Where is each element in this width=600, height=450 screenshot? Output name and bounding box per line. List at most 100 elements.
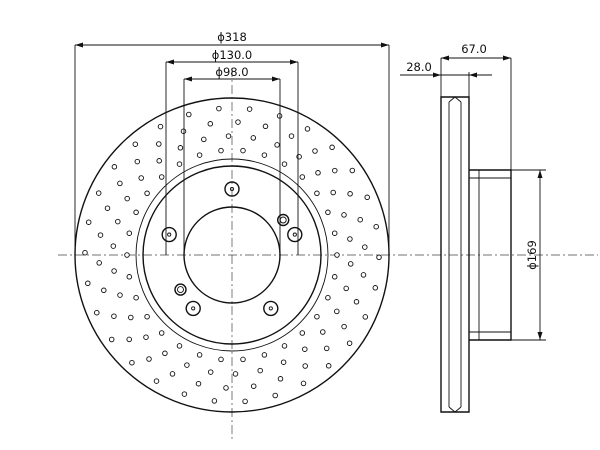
drill-hole [176, 161, 183, 167]
drill-hole [133, 209, 139, 216]
drill-hole [261, 352, 268, 358]
drill-hole [223, 385, 229, 391]
drill-hole [349, 167, 356, 174]
drill-hole [325, 363, 332, 369]
threaded-hole [174, 283, 187, 296]
drill-hole [111, 268, 117, 274]
drill-hole [196, 152, 203, 158]
dimension-hat-diameter: ϕ169 [511, 169, 546, 341]
bolt-hole-center [191, 306, 196, 311]
drill-hole [262, 123, 269, 130]
drill-hole [134, 158, 141, 165]
drill-hole [281, 343, 288, 349]
drill-hole [299, 330, 306, 336]
dimension-thickness: 28.0 [400, 60, 492, 97]
drill-hole [296, 153, 302, 160]
drill-hole [133, 294, 139, 301]
drill-hole [272, 392, 278, 399]
drill-hole [257, 367, 263, 374]
drill-hole [314, 190, 320, 197]
drill-hole [304, 126, 311, 132]
drill-hole [117, 292, 123, 298]
drill-hole [331, 274, 338, 280]
friction-ring-outline [440, 96, 470, 413]
drill-hole [357, 216, 363, 223]
drill-hole [162, 350, 168, 357]
drill-hole [362, 244, 368, 250]
drill-hole [250, 383, 257, 389]
drill-hole [314, 313, 320, 320]
drill-hole [201, 136, 207, 143]
drill-hole [97, 232, 104, 238]
bolt-hole [287, 226, 303, 243]
drill-hole [343, 285, 349, 292]
cross-drilled-holes [82, 105, 382, 405]
bolt-hole [185, 300, 201, 317]
drill-hole [195, 380, 202, 387]
bolt-hole [161, 226, 177, 243]
drill-hole [176, 343, 183, 349]
drill-hole [196, 352, 203, 358]
drill-hole [376, 254, 382, 261]
drill-hole [169, 371, 176, 377]
threaded-hole [277, 213, 290, 227]
drill-hole [180, 128, 187, 134]
drill-hole [331, 230, 338, 236]
drill-hole [111, 164, 118, 170]
outer-diameter-label: ϕ318 [217, 30, 247, 44]
drill-hole [156, 141, 162, 147]
hat-outer-edge [142, 165, 322, 345]
drill-hole [261, 152, 268, 158]
drill-hole [281, 161, 288, 167]
drill-hole [95, 190, 102, 196]
drill-hole [218, 147, 224, 154]
drill-hole [302, 346, 308, 352]
drill-hole [373, 223, 379, 230]
drill-hole [330, 189, 336, 196]
drill-hole [216, 105, 222, 112]
drill-hole [207, 369, 214, 375]
drill-hole [129, 359, 135, 366]
drill-hole [82, 249, 88, 256]
drill-hole [334, 308, 340, 315]
drill-hole [124, 195, 130, 202]
drill-hole [312, 148, 318, 154]
dimension-bolt-circle: ϕ130.0 [165, 48, 299, 255]
drill-hole [207, 121, 214, 127]
drill-hole [177, 145, 184, 151]
threaded-hole-inner [279, 216, 287, 224]
center-bore-label: ϕ98.0 [215, 65, 248, 79]
drill-hole [110, 243, 117, 249]
drill-hole [341, 212, 347, 218]
drill-hole [315, 170, 321, 176]
bolt-circle-label: ϕ130.0 [212, 48, 253, 62]
drill-hole [181, 391, 188, 397]
drill-hole [156, 158, 162, 164]
drill-hole [153, 378, 160, 384]
drill-hole [299, 174, 306, 180]
drill-hole [138, 175, 144, 181]
side-view [440, 96, 512, 413]
drill-hole [364, 194, 370, 201]
drill-hole [353, 299, 360, 305]
drill-hole [158, 330, 165, 336]
drill-hole [146, 356, 152, 362]
drill-hole [126, 230, 133, 236]
friction-ring-inner-edge [135, 158, 329, 352]
drill-hole [126, 336, 132, 343]
hat-diameter-label: ϕ169 [525, 240, 539, 270]
drill-hole [94, 309, 100, 316]
drill-hole [242, 398, 248, 405]
drill-hole [360, 272, 367, 278]
drill-hole [235, 119, 241, 125]
drill-hole [325, 294, 331, 301]
drill-hole [280, 359, 287, 365]
drill-hole [143, 334, 149, 340]
drill-hole [347, 191, 353, 197]
drill-hole [323, 345, 330, 352]
drill-hole [225, 133, 232, 139]
drill-hole [211, 398, 218, 404]
drill-hole [274, 142, 280, 148]
drill-hole [128, 314, 134, 321]
drill-hole [240, 356, 246, 363]
